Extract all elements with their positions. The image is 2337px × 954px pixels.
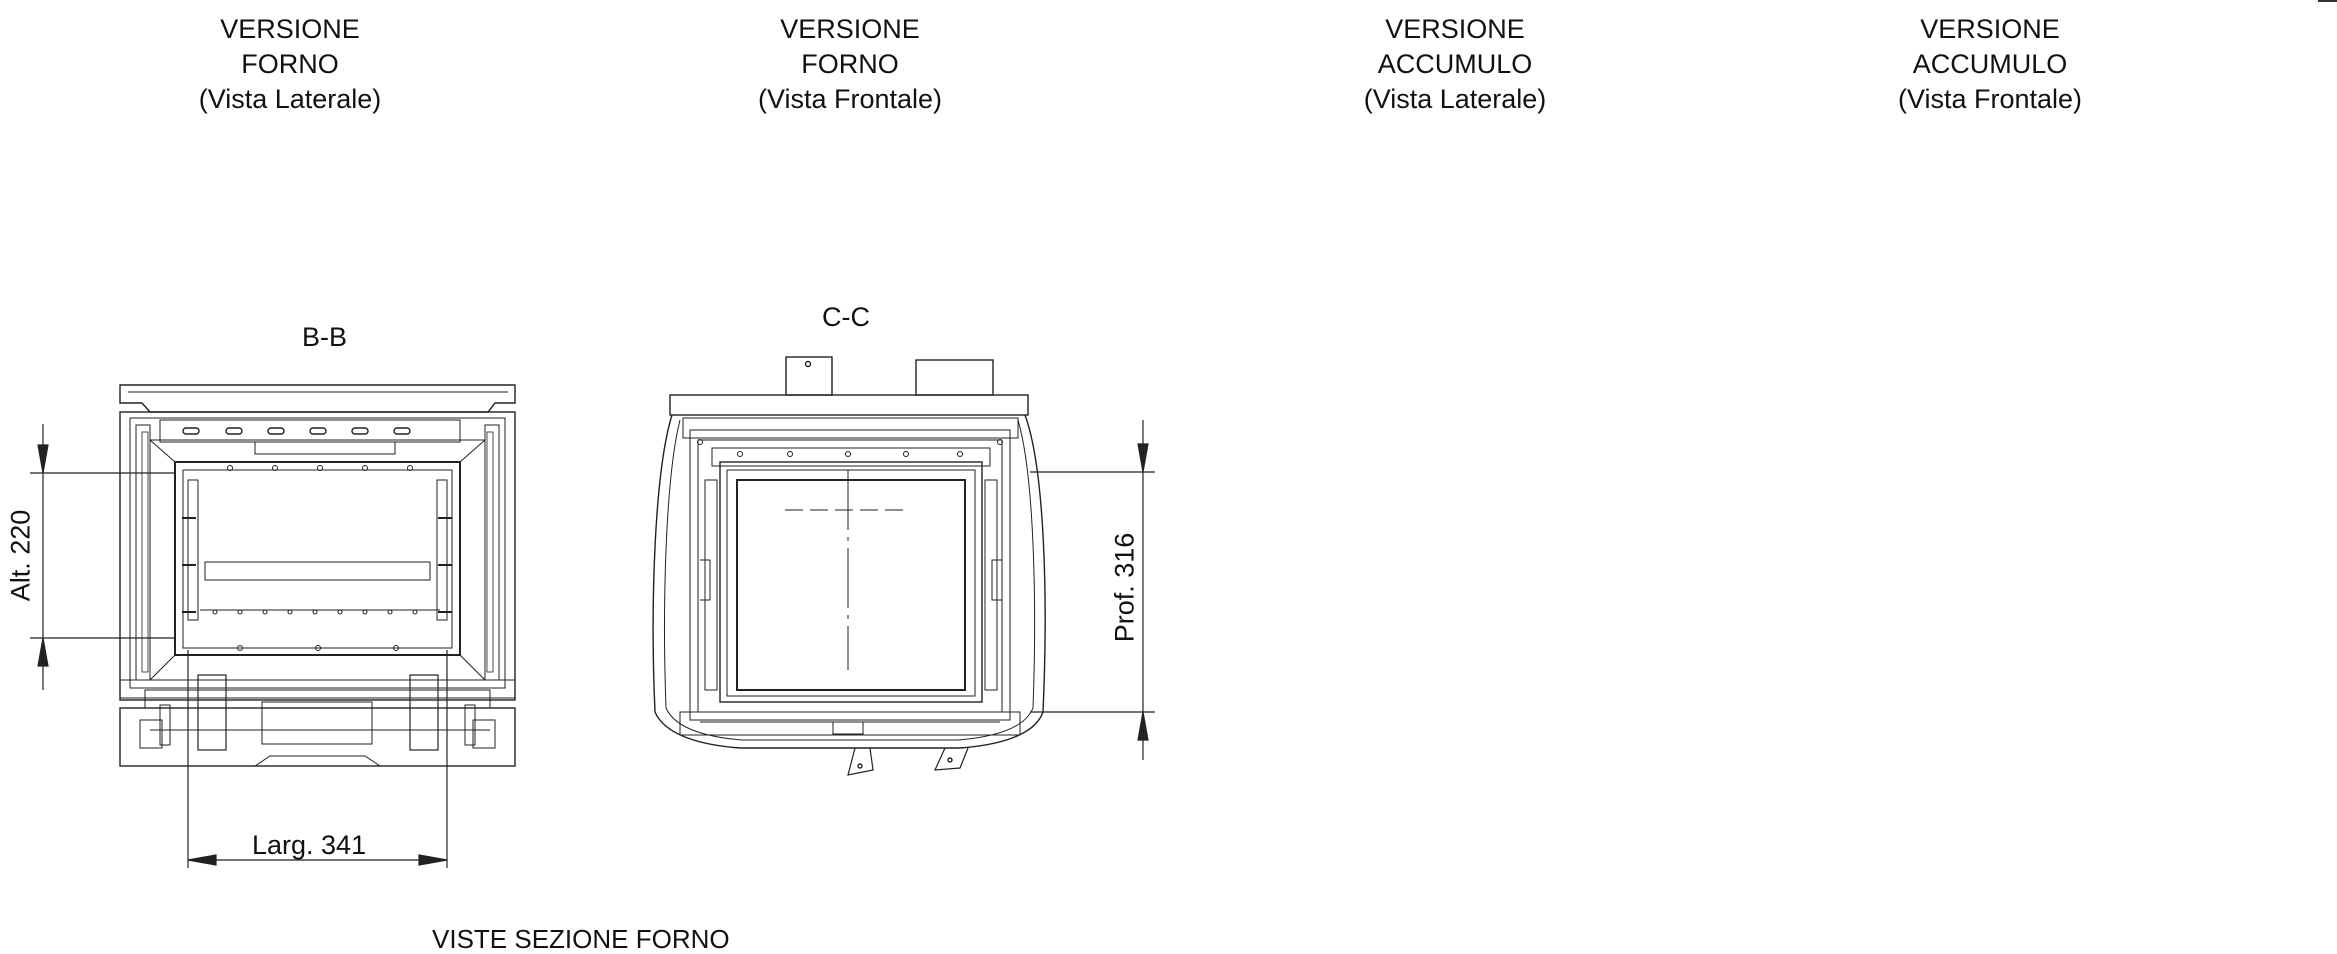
header-line: FORNO — [801, 49, 899, 79]
header-oven-side-view: VERSIONE FORNO (Vista Laterale) — [160, 12, 420, 117]
dimension-lines — [30, 420, 1155, 868]
footer-caption: VISTE SEZIONE FORNO — [432, 924, 730, 954]
header-line: (Vista Laterale) — [198, 84, 382, 114]
header-line: VERSIONE — [1385, 14, 1525, 44]
depth-dimension-label: Prof. 316 — [1109, 532, 1140, 643]
header-line: VERSIONE — [220, 14, 360, 44]
header-storage-front-view: VERSIONE ACCUMULO (Vista Frontale) — [1860, 12, 2120, 117]
header-line: VERSIONE — [1920, 14, 2060, 44]
header-storage-side-view: VERSIONE ACCUMULO (Vista Laterale) — [1325, 12, 1585, 117]
edge-mark — [2318, 0, 2337, 2]
height-dimension-label: Alt. 220 — [5, 509, 36, 602]
header-line: FORNO — [241, 49, 339, 79]
header-line: ACCUMULO — [1912, 49, 2068, 79]
width-dimension-label: Larg. 341 — [252, 830, 367, 860]
section-bb-drawing — [119, 384, 516, 767]
header-line: (Vista Frontale) — [757, 84, 943, 114]
header-line: (Vista Laterale) — [1363, 84, 1547, 114]
section-cc-title: C-C — [822, 302, 870, 332]
header-line: (Vista Frontale) — [1897, 84, 2083, 114]
section-cc-drawing — [652, 356, 1046, 776]
header-line: VERSIONE — [780, 14, 920, 44]
header-line: ACCUMULO — [1377, 49, 1533, 79]
header-oven-front-view: VERSIONE FORNO (Vista Frontale) — [720, 12, 980, 117]
section-bb-title: B-B — [302, 322, 348, 352]
